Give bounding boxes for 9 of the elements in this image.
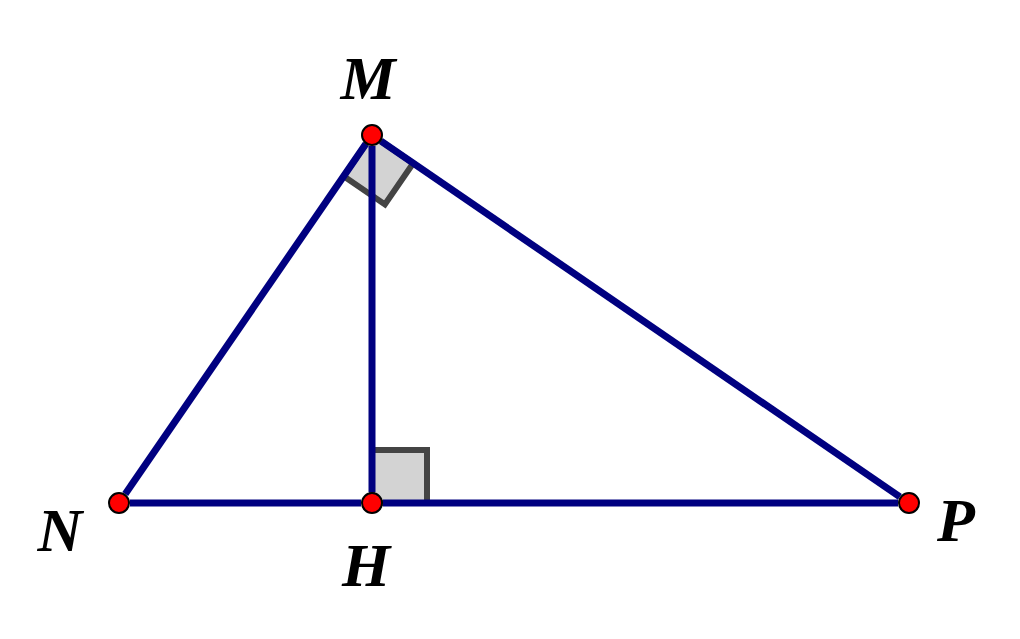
point-label: M	[340, 45, 396, 111]
line-segment	[130, 499, 361, 507]
point-label: N	[36, 497, 85, 563]
line-segment	[368, 146, 376, 492]
line-segment	[122, 142, 369, 496]
point-label: P	[936, 487, 977, 553]
line-segment	[379, 138, 902, 500]
point-label: H	[340, 532, 393, 598]
line-segment	[383, 499, 898, 507]
